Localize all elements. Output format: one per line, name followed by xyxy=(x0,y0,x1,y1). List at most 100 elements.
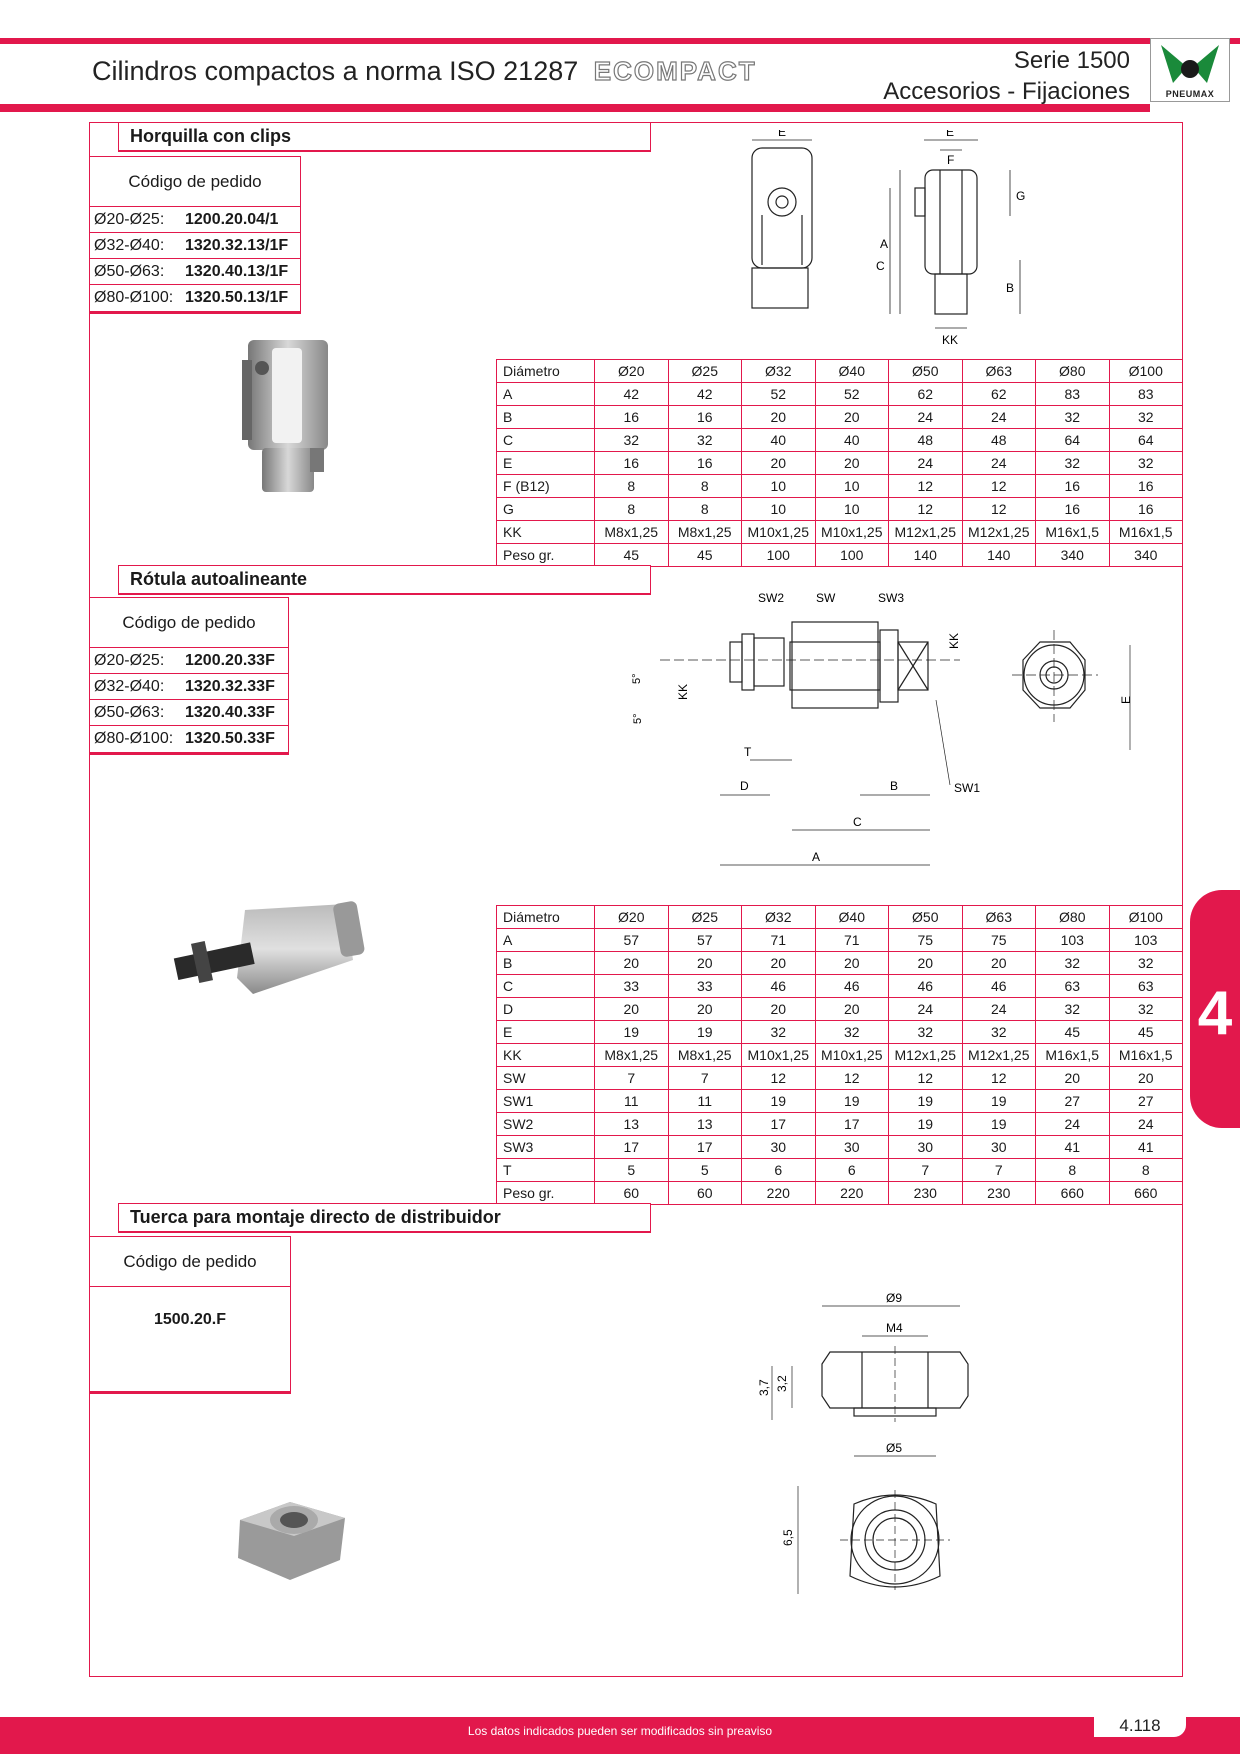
table-cell: 24 xyxy=(888,405,963,429)
table-cell: 71 xyxy=(741,928,816,952)
table-cell: 660 xyxy=(1108,1181,1183,1205)
table-row-label: A xyxy=(496,382,595,406)
header-bottom-rule xyxy=(0,104,1150,112)
chapter-tab-number: 4 xyxy=(1197,979,1233,1048)
table-cell: 8 xyxy=(594,474,669,498)
section3-title: Tuerca para montaje directo de distribui… xyxy=(118,1203,651,1233)
table-cell: 32 xyxy=(1108,951,1183,975)
rod-label-sw1: SW1 xyxy=(954,781,980,795)
clevis-drawing: E E F A C G B KK xyxy=(751,130,1025,347)
table-cell: 46 xyxy=(814,974,889,998)
table-cell: Ø25 xyxy=(667,905,742,929)
table-cell: 24 xyxy=(888,451,963,475)
table-cell: 42 xyxy=(667,382,742,406)
table-cell: 32 xyxy=(1035,997,1110,1021)
table-cell: M10x1,25 xyxy=(814,1043,889,1067)
order-range: Ø20-Ø25: xyxy=(94,211,165,228)
table-cell: 6 xyxy=(741,1158,816,1182)
table-cell: M10x1,25 xyxy=(741,520,816,544)
table-cell: 52 xyxy=(741,382,816,406)
table-row-label: C xyxy=(496,428,595,452)
table-cell: 7 xyxy=(888,1158,963,1182)
table-cell: 45 xyxy=(1108,1020,1183,1044)
page-title: Cilindros compactos a norma ISO 21287 EC… xyxy=(92,55,757,87)
table-cell: 33 xyxy=(667,974,742,998)
table-cell: 42 xyxy=(594,382,669,406)
table-cell: 16 xyxy=(667,451,742,475)
table-cell: 17 xyxy=(667,1135,742,1159)
rod-end-drawing: SW2 SW SW3 KK KK 5° 5° E T D B SW1 C A xyxy=(631,591,1133,866)
table-cell: Ø25 xyxy=(667,359,742,383)
table-cell: Ø50 xyxy=(888,905,963,929)
table-cell: 16 xyxy=(1035,474,1110,498)
table-cell: M16x1,5 xyxy=(1108,520,1183,544)
table-cell: 140 xyxy=(888,543,963,567)
order-code: 1320.50.13/1F xyxy=(185,289,289,306)
table-cell: 83 xyxy=(1035,382,1110,406)
table-cell: 12 xyxy=(814,1066,889,1090)
table-cell: 660 xyxy=(1035,1181,1110,1205)
table-cell: 20 xyxy=(961,951,1036,975)
table-cell: 16 xyxy=(594,451,669,475)
rod-label-t: T xyxy=(744,745,752,759)
table-cell: 11 xyxy=(594,1089,669,1113)
table-cell: 64 xyxy=(1035,428,1110,452)
section1-order-label: Código de pedido xyxy=(90,157,300,207)
table-cell: 220 xyxy=(814,1181,889,1205)
table-cell: 230 xyxy=(961,1181,1036,1205)
pneumax-logo: PNEUMAX xyxy=(1150,38,1230,102)
page-title-text: Cilindros compactos a norma ISO 21287 xyxy=(92,56,579,86)
rod-label-c: C xyxy=(853,815,862,829)
table-cell: 75 xyxy=(961,928,1036,952)
table-cell: 8 xyxy=(594,497,669,521)
order-code: 1320.40.33F xyxy=(185,704,275,721)
rod-label-d: D xyxy=(740,779,749,793)
table-cell: M8x1,25 xyxy=(594,520,669,544)
table-cell: 340 xyxy=(1108,543,1183,567)
rod-label-sw3: SW3 xyxy=(878,591,904,605)
table-cell: Ø100 xyxy=(1108,905,1183,929)
order-row: Ø20-Ø25:1200.20.04/1 xyxy=(90,207,300,233)
table-cell: 32 xyxy=(888,1020,963,1044)
table-cell: 19 xyxy=(594,1020,669,1044)
table-cell: 16 xyxy=(1108,497,1183,521)
table-cell: 30 xyxy=(961,1135,1036,1159)
rod-label-b: B xyxy=(890,779,898,793)
table-cell: 13 xyxy=(594,1112,669,1136)
table-cell: 220 xyxy=(741,1181,816,1205)
table-cell: Ø80 xyxy=(1035,905,1110,929)
table-cell: 20 xyxy=(741,951,816,975)
table-cell: Ø20 xyxy=(594,905,669,929)
subtitle-label: Accesorios - Fijaciones xyxy=(883,78,1130,105)
table-cell: M12x1,25 xyxy=(961,520,1036,544)
table-cell: 40 xyxy=(814,428,889,452)
clevis-label-e2: E xyxy=(946,130,954,139)
nut-label-w65: 6,5 xyxy=(781,1529,795,1546)
nut-drawing: Ø9 M4 3,7 3,2 Ø5 6,5 xyxy=(757,1291,969,1594)
table-cell: 46 xyxy=(888,974,963,998)
table-cell: 32 xyxy=(594,428,669,452)
chapter-tab[interactable]: 4 xyxy=(1190,890,1240,1128)
table-cell: 19 xyxy=(667,1020,742,1044)
table-cell: 340 xyxy=(1035,543,1110,567)
order-code: 1320.32.33F xyxy=(185,678,275,695)
table-row-label: SW2 xyxy=(496,1112,595,1136)
order-row: Ø80-Ø100:1320.50.33F xyxy=(90,726,288,752)
table-cell: 60 xyxy=(667,1181,742,1205)
table-cell: M8x1,25 xyxy=(667,520,742,544)
table-cell: M8x1,25 xyxy=(594,1043,669,1067)
section3-order-code: 1500.20.F xyxy=(153,1311,227,1328)
clevis-label-b: B xyxy=(1006,281,1014,295)
order-range: Ø20-Ø25: xyxy=(94,652,165,669)
table-cell: 57 xyxy=(594,928,669,952)
table-cell: M10x1,25 xyxy=(814,520,889,544)
table-cell: 24 xyxy=(961,451,1036,475)
table-cell: 45 xyxy=(667,543,742,567)
table-cell: 83 xyxy=(1108,382,1183,406)
table-cell: 6 xyxy=(814,1158,889,1182)
table-cell: Ø32 xyxy=(741,905,816,929)
